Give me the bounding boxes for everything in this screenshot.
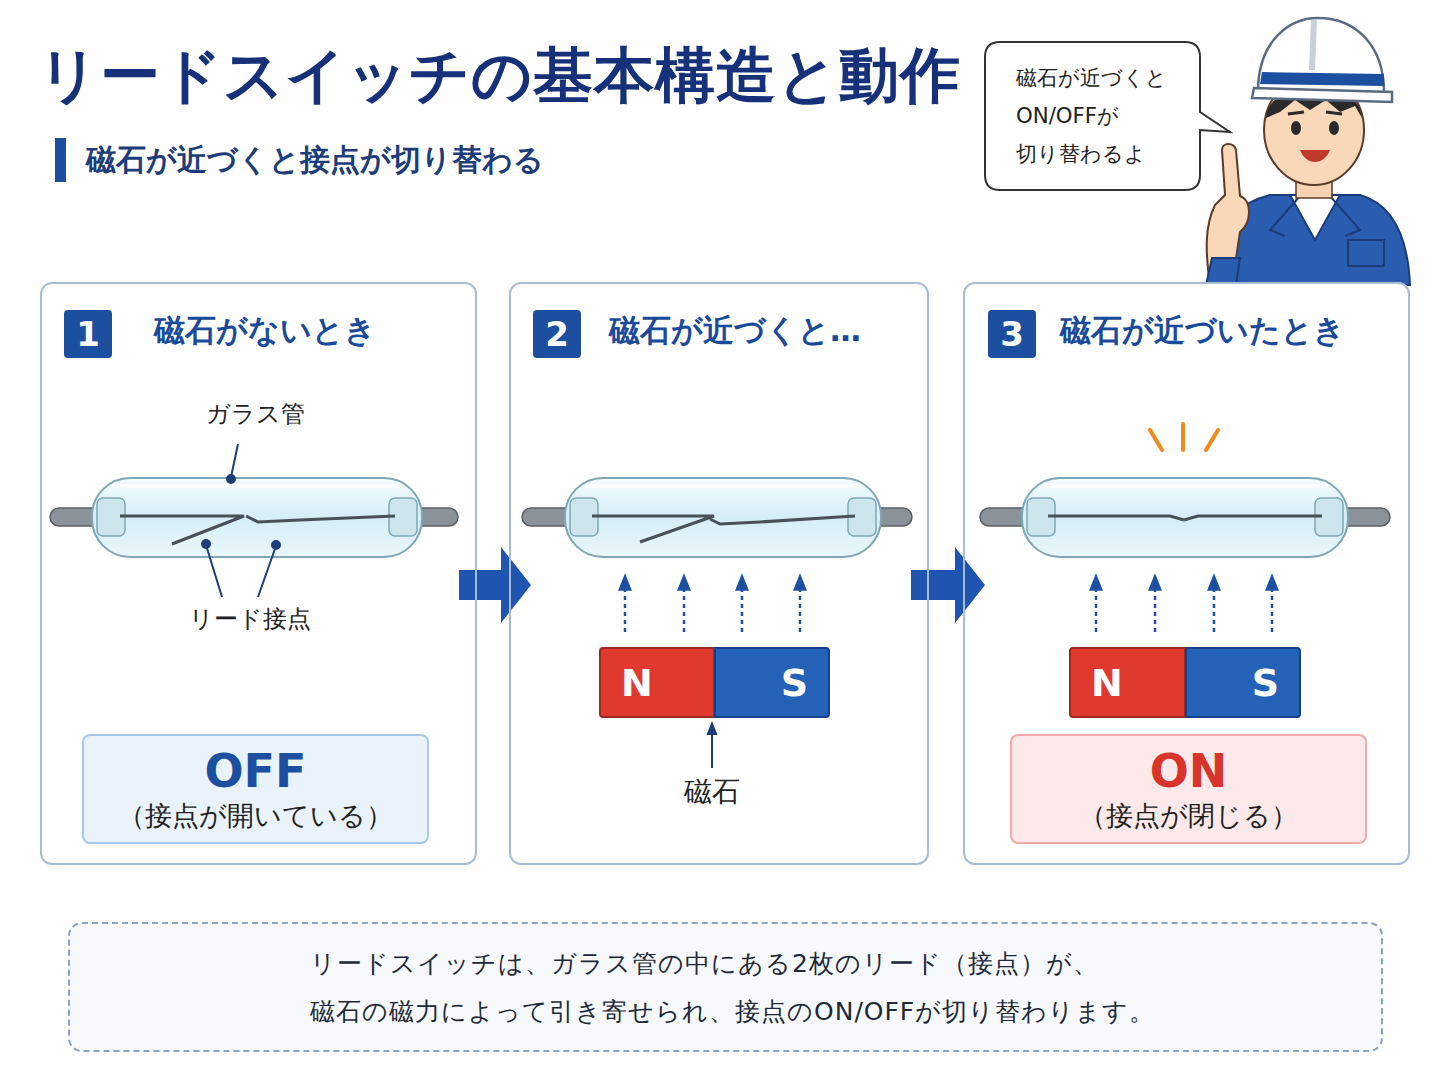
state-box-text: OFF bbox=[205, 744, 307, 798]
magnet-pole-text: S bbox=[781, 660, 808, 706]
step-number-text: 2 bbox=[545, 314, 569, 355]
note-box-text: リードスイッチは、ガラス管の中にある2枚のリード（接点）が、 磁石の磁力によって… bbox=[310, 940, 1155, 1036]
leader-line bbox=[202, 444, 280, 597]
magnet-pole-text: S bbox=[1252, 660, 1279, 706]
page-title: リードスイッチの基本構造と動作 bbox=[38, 36, 961, 117]
step-number-text: 1 bbox=[76, 314, 100, 355]
step-panel-text: 磁石が近づくと… bbox=[609, 312, 861, 349]
part-label: リード接点 bbox=[189, 603, 311, 635]
panel-ground bbox=[963, 282, 1410, 865]
magnet-pole-text: N bbox=[621, 660, 653, 706]
step-panel: 磁石が近づくと… 2N S bbox=[509, 282, 929, 865]
magnet-pole: S bbox=[714, 647, 830, 718]
panel-ground bbox=[40, 282, 477, 865]
leader-line bbox=[711, 728, 713, 768]
step-panel-text: 磁石が近づいたとき bbox=[1060, 312, 1345, 349]
panel-ground bbox=[509, 282, 929, 865]
step-panel-text: 磁石がないとき bbox=[154, 312, 376, 349]
reed-switch bbox=[980, 478, 1390, 557]
flow-arrow bbox=[459, 547, 531, 623]
magnet-pole: N bbox=[1069, 647, 1186, 718]
step-panel: 磁石がないとき 1OFF（接点が開いている） bbox=[40, 282, 477, 865]
state-box: ON（接点が閉じる） bbox=[1010, 734, 1367, 844]
step-panel: 磁石が近づいたとき 3N S ON（接点が閉じる） bbox=[963, 282, 1410, 865]
speech-bubble: 磁石が近づくと ON/OFFが 切り替わるよ bbox=[988, 45, 1210, 187]
state-box-text: （接点が開いている） bbox=[118, 798, 393, 834]
part-label: ガラス管 bbox=[206, 398, 305, 430]
step-number: 1 bbox=[64, 310, 112, 358]
field-arrows bbox=[1096, 582, 1272, 632]
speech-bubble-shape bbox=[985, 42, 1230, 190]
magnet-pole: N bbox=[599, 647, 715, 718]
field-arrows bbox=[625, 582, 800, 632]
worker-figure bbox=[1206, 18, 1410, 285]
magnet-pole-text: N bbox=[1091, 660, 1123, 706]
speech-bubble-text: 磁石が近づくと ON/OFFが 切り替わるよ bbox=[1016, 59, 1210, 173]
step-number: 3 bbox=[988, 310, 1036, 358]
accent-bar bbox=[55, 138, 66, 182]
flow-arrow bbox=[911, 547, 985, 623]
state-box-text: （接点が閉じる） bbox=[1079, 798, 1298, 834]
reed-switch bbox=[50, 478, 458, 557]
spark-lines bbox=[1150, 424, 1218, 450]
part-label: 磁石 bbox=[684, 773, 740, 811]
step-number-text: 3 bbox=[1000, 314, 1024, 355]
reed-switch bbox=[522, 478, 912, 557]
subtitle: 磁石が近づくと接点が切り替わる bbox=[86, 140, 544, 181]
step-number: 2 bbox=[533, 310, 581, 358]
note-box: リードスイッチは、ガラス管の中にある2枚のリード（接点）が、 磁石の磁力によって… bbox=[68, 922, 1383, 1052]
state-box: OFF（接点が開いている） bbox=[82, 734, 429, 844]
magnet-pole: S bbox=[1185, 647, 1301, 718]
state-box-text: ON bbox=[1150, 744, 1228, 798]
